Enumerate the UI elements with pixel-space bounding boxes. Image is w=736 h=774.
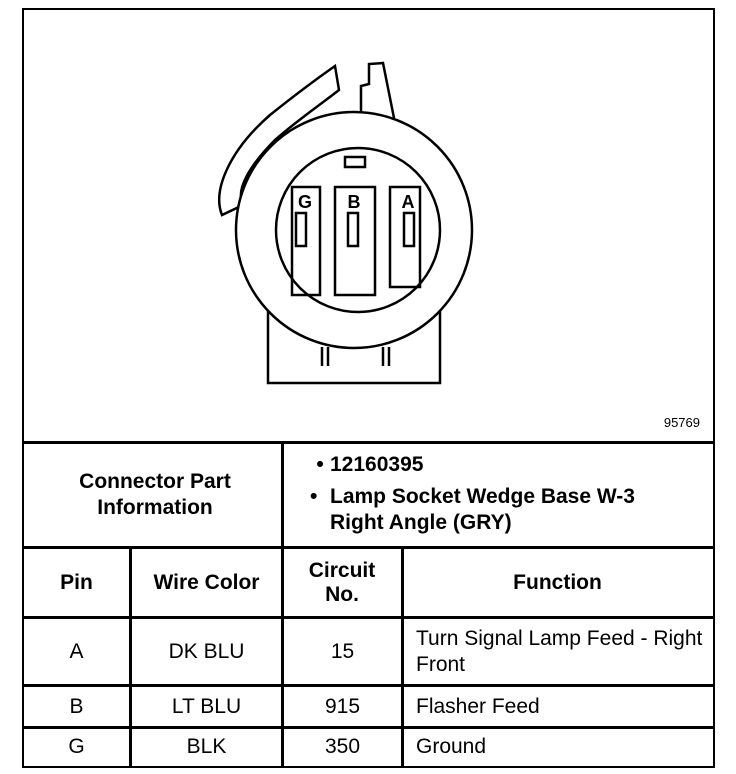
divider <box>129 546 132 766</box>
connector-info-label: Connector Part Information <box>79 470 231 519</box>
connector-drawing: G B A <box>218 61 474 385</box>
terminal-a <box>388 185 422 289</box>
figure-number: 95769 <box>663 415 700 430</box>
pin-label-a: A <box>402 192 415 212</box>
row-a-pin: A <box>69 639 84 663</box>
part-number-text: 12160395 <box>330 453 424 476</box>
row-b-pin: B <box>69 694 84 718</box>
outer-ring <box>234 110 474 350</box>
divider <box>22 684 713 687</box>
row-g-wire: BLK <box>186 735 227 758</box>
divider <box>281 441 284 766</box>
row-a-function: Turn Signal Lamp Feed - Right Front <box>416 626 703 676</box>
row-b-wire: LT BLU <box>171 694 242 718</box>
row-a-wire: DK BLU <box>168 639 245 663</box>
row-a-circuit: 15 <box>330 639 355 663</box>
divider <box>22 441 713 444</box>
row-g-circuit: 350 <box>324 735 361 758</box>
header-pin: Pin <box>60 570 93 594</box>
part-description-text: Lamp Socket Wedge Base W-3 Right Angle (… <box>330 485 635 534</box>
header-function: Function <box>513 570 602 594</box>
pin-label-g: G <box>298 192 312 212</box>
row-g-pin: G <box>68 735 85 758</box>
header-wire-color: Wire Color <box>153 570 260 594</box>
document-frame <box>22 8 715 768</box>
part-number: •12160395 <box>316 453 424 476</box>
inner-ring <box>274 146 442 314</box>
terminal-g <box>290 185 322 297</box>
pin-label-b: B <box>348 192 361 212</box>
divider <box>22 616 713 619</box>
terminal-b <box>333 185 377 297</box>
divider <box>22 546 713 549</box>
part-description: •Lamp Socket Wedge Base W-3 Right Angle … <box>310 484 710 540</box>
divider <box>401 546 404 766</box>
row-b-circuit: 915 <box>324 694 361 718</box>
latch-clip <box>218 63 341 217</box>
top-latch <box>359 61 396 120</box>
row-g-function: Ground <box>416 735 487 758</box>
divider <box>22 726 713 729</box>
header-circuit: Circuit No. <box>308 558 376 606</box>
row-b-function: Flasher Feed <box>416 694 540 718</box>
